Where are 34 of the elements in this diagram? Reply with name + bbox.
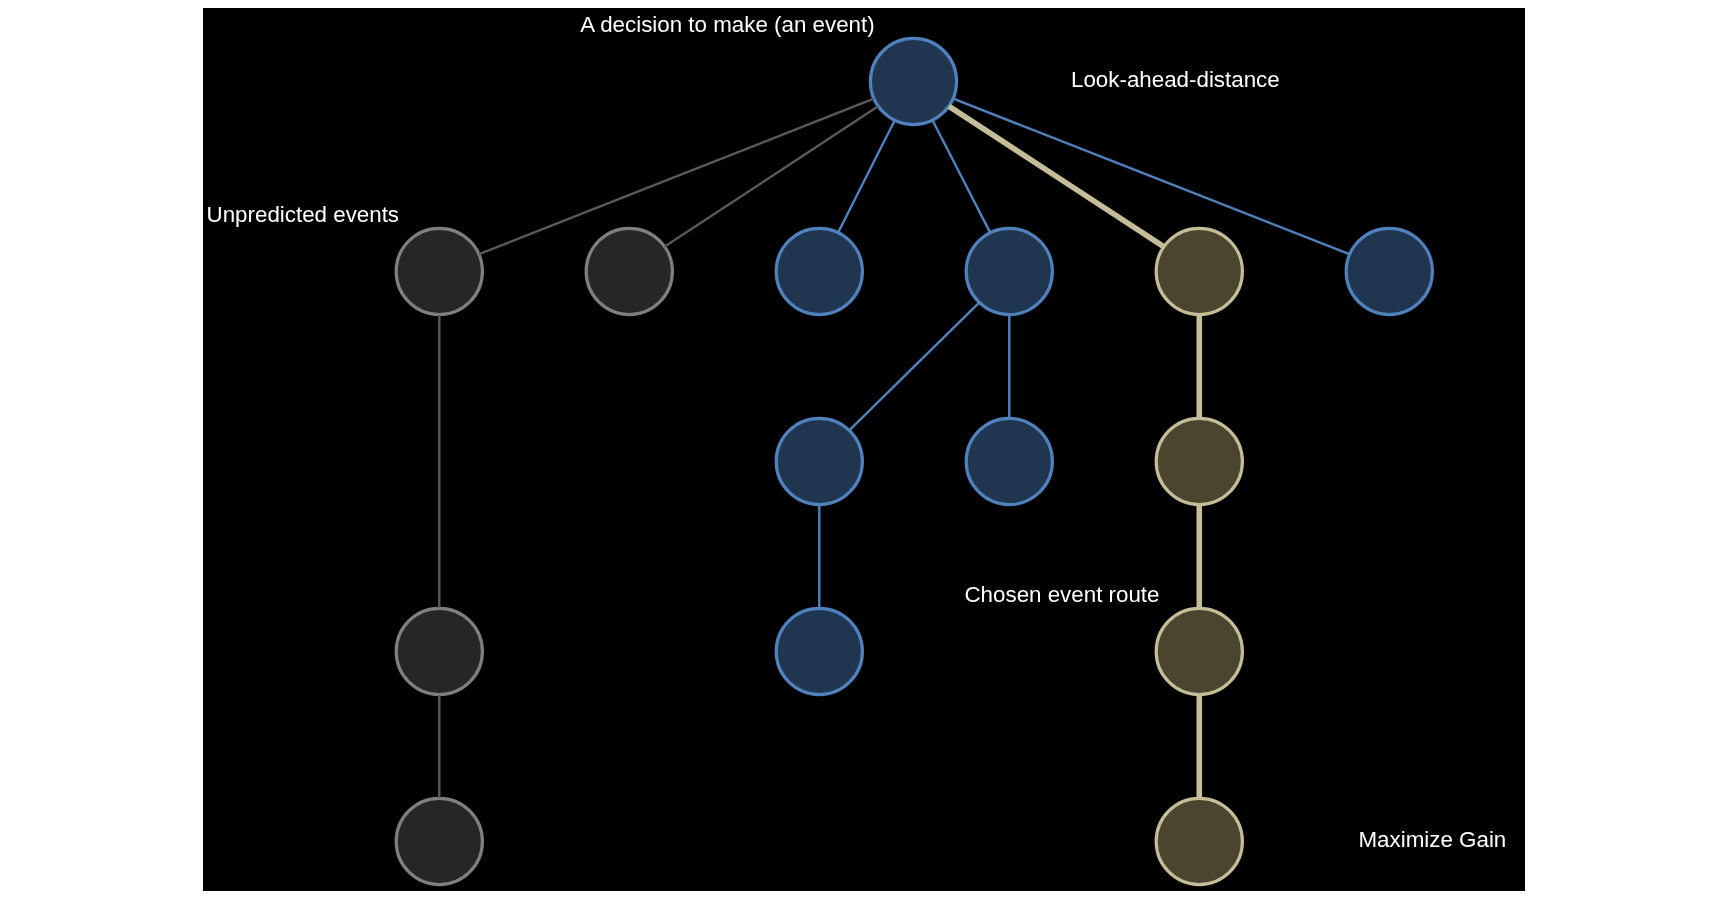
connector (478, 97, 874, 256)
connector (1007, 315, 1010, 419)
node-label: Chosen event route (963, 582, 1159, 608)
node-circle (774, 226, 864, 317)
node-circle (774, 606, 864, 697)
node-circle (868, 36, 958, 127)
connector (817, 505, 820, 609)
connector (437, 315, 440, 608)
connector (1196, 695, 1202, 799)
connector (836, 119, 896, 234)
label: Look-ahead-distance (1070, 67, 1280, 93)
connector (847, 301, 980, 432)
connector (1196, 315, 1202, 419)
label: Maximize Gain (1358, 827, 1506, 853)
node-circle (1344, 226, 1434, 317)
node-label: A decision to make (an event) (579, 12, 875, 38)
node-circle (394, 226, 484, 317)
node-circle (584, 226, 674, 317)
connector (437, 695, 440, 799)
node-circle (1154, 226, 1244, 317)
node-circle (774, 416, 864, 507)
connector (1196, 505, 1202, 609)
node-circle (1154, 796, 1244, 887)
node-circle (394, 796, 484, 887)
node-circle (394, 606, 484, 697)
node-circle (1154, 606, 1244, 697)
node-label: Unpredicted events (206, 202, 399, 228)
node-circle (1154, 416, 1244, 507)
connector (663, 105, 879, 248)
connector (952, 97, 1350, 256)
node-circle (964, 416, 1054, 507)
node-circle (964, 226, 1054, 317)
connector (931, 119, 991, 234)
connector (947, 104, 1165, 249)
